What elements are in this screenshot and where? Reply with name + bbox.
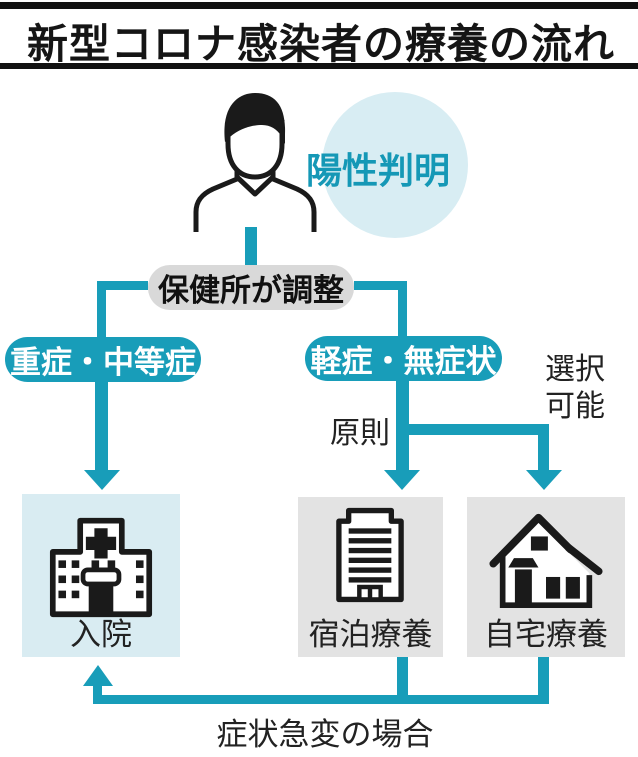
person-icon xyxy=(193,93,317,232)
return-stub-hotel xyxy=(397,657,408,704)
positive-result-circle xyxy=(322,92,468,238)
branch-optional-vertical xyxy=(538,424,549,471)
arrow-severe-shaft xyxy=(95,381,108,471)
house-icon xyxy=(489,513,603,609)
destination-hotel-label: 宿泊療養 xyxy=(308,617,433,652)
header-top-rule xyxy=(0,2,638,9)
positive-result-label: 陽性判明 xyxy=(306,150,451,191)
hospital-icon xyxy=(49,517,153,618)
coordinator-box: 保健所が調整 xyxy=(148,265,354,310)
severe-category-pill: 重症・中等症 xyxy=(5,337,201,382)
arrow-optional-head xyxy=(526,470,562,490)
mild-category-pill: 軽症・無症状 xyxy=(305,336,502,381)
destination-hotel-box: 宿泊療養 xyxy=(298,497,443,657)
optional-choice-label: 選択 可能 xyxy=(545,353,605,423)
page-title: 新型コロナ感染者の療養の流れ xyxy=(27,21,615,67)
hotel-building-icon xyxy=(336,507,404,603)
destination-hospital-label: 入院 xyxy=(70,617,132,652)
connector-left-horizontal xyxy=(97,281,148,290)
connector-right-horizontal xyxy=(354,281,407,290)
header-bottom-rule xyxy=(0,63,638,69)
return-horizontal-line xyxy=(93,695,549,704)
destination-home-box: 自宅療養 xyxy=(467,497,625,657)
connector-person-to-coordinator xyxy=(245,227,257,267)
return-arrow-shaft xyxy=(93,685,102,697)
arrow-principle-head xyxy=(384,470,420,490)
branch-optional-horizontal xyxy=(396,424,549,435)
return-arrow-head xyxy=(83,665,113,686)
return-stub-home xyxy=(538,657,549,704)
arrow-severe-head xyxy=(84,470,120,490)
connector-left-vertical xyxy=(97,281,106,339)
sudden-change-label: 症状急変の場合 xyxy=(216,717,434,752)
principle-label: 原則 xyxy=(330,417,390,450)
destination-home-label: 自宅療養 xyxy=(484,617,608,652)
destination-hospital-box: 入院 xyxy=(22,494,180,657)
connector-right-vertical xyxy=(398,281,407,338)
